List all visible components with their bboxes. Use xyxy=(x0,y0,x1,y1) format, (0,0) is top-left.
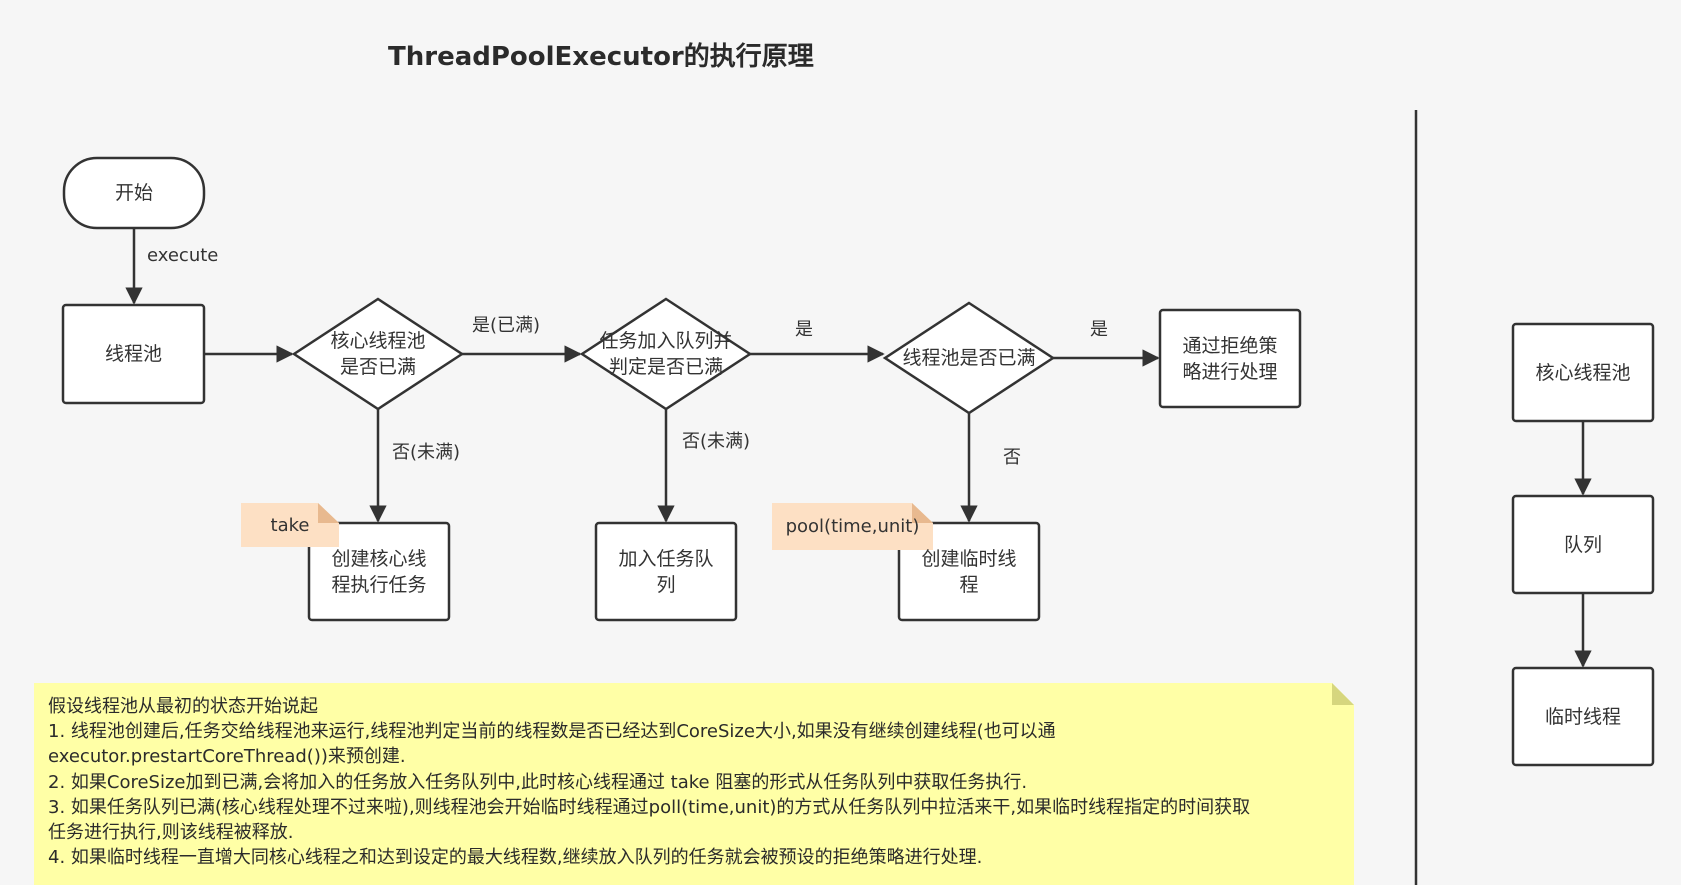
side-temp-label: 临时线程 xyxy=(1544,705,1621,728)
queue-full-label: 任务加入队列并 判定是否已满 xyxy=(599,330,733,378)
note-line: 3. 如果任务队列已满(核心线程处理不过来啦),则线程池会开始临时线程通过pol… xyxy=(48,796,1251,818)
note-line: 任务进行执行,则该线程被释放. xyxy=(48,822,294,844)
side-core-label: 核心线程池 xyxy=(1535,361,1631,384)
side-temp-node xyxy=(1511,666,1655,767)
add-queue-node xyxy=(594,521,738,622)
start-label: 开始 xyxy=(114,182,153,204)
reject-label: 通过拒绝策 略进行处理 xyxy=(1182,334,1278,383)
edge-label-core-yes: 是(已满) xyxy=(472,315,541,336)
side-queue-label: 队列 xyxy=(1563,533,1602,556)
edge-label-pool-yes: 是 xyxy=(1090,319,1108,340)
poll-tag-fold xyxy=(912,503,933,523)
edge-label-execute: execute xyxy=(147,245,219,266)
edge-label-pool-no: 否 xyxy=(1003,447,1021,468)
note-line: 4. 如果临时线程一直增大同核心线程之和达到设定的最大线程数,继续放入队列的任务… xyxy=(48,847,983,869)
create-core-node xyxy=(307,521,451,622)
poll-tag-shape xyxy=(772,503,933,550)
page-title: ThreadPoolExecutor的执行原理 xyxy=(388,42,814,72)
explanation-note xyxy=(34,683,1354,885)
poll-tag: pool(time,unit) xyxy=(785,516,920,537)
create-core-label: 创建核心线 程执行任务 xyxy=(331,547,427,596)
pool-full-label: 线程池是否已满 xyxy=(902,347,1036,369)
note-line: 2. 如果CoreSize加到已满,会将加入的任务放入任务队列中,此时核心线程通… xyxy=(48,771,1028,793)
take-tag: take xyxy=(270,514,310,536)
edge-label-queue-no: 否(未满) xyxy=(682,431,751,452)
take-tag-shape xyxy=(241,503,339,547)
create-temp-label: 创建临时线 程 xyxy=(921,547,1017,596)
take-tag-fold xyxy=(318,503,339,523)
core-full-label: 核心线程池 是否已满 xyxy=(330,330,426,378)
edge-label-queue-yes: 是 xyxy=(795,319,813,340)
note-line: 1. 线程池创建后,任务交给线程池来运行,线程池判定当前的线程数是否已经达到Co… xyxy=(48,721,1056,743)
add-queue-label: 加入任务队 列 xyxy=(618,547,714,596)
edge-label-core-no: 否(未满) xyxy=(392,442,461,463)
pool-label: 线程池 xyxy=(104,343,162,365)
note-line: 假设线程池从最初的状态开始说起 xyxy=(48,696,318,717)
note-text: 假设线程池从最初的状态开始说起 1. 线程池创建后,任务交给线程池来运行,线程池… xyxy=(48,694,1348,870)
reject-node xyxy=(1158,308,1302,409)
create-temp-node xyxy=(897,521,1041,622)
note-line: executor.prestartCoreThread())来预创建. xyxy=(48,746,406,768)
